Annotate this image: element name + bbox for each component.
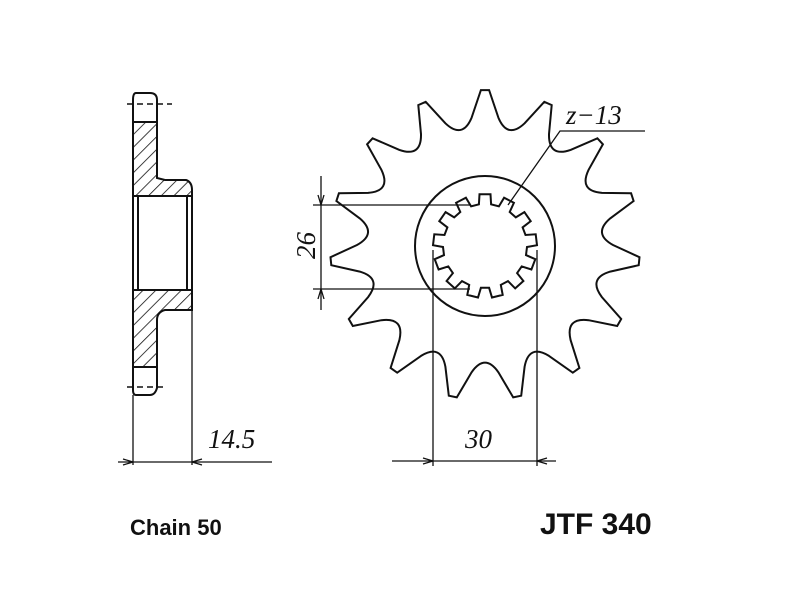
part-number: JTF 340 [540,508,652,541]
side-view [118,92,272,466]
front-view [313,89,645,466]
spline-bore [431,193,539,299]
leader-line [507,130,645,206]
teeth-count-label: z−13 [565,100,622,130]
dimension-spline-width: 30 [464,424,493,454]
chain-label: Chain 50 [130,515,222,540]
sprocket-outline [329,89,641,399]
dimension-width: 14.5 [208,424,255,454]
hub-circle [414,175,556,317]
dimension-spline-height: 26 [291,232,321,260]
